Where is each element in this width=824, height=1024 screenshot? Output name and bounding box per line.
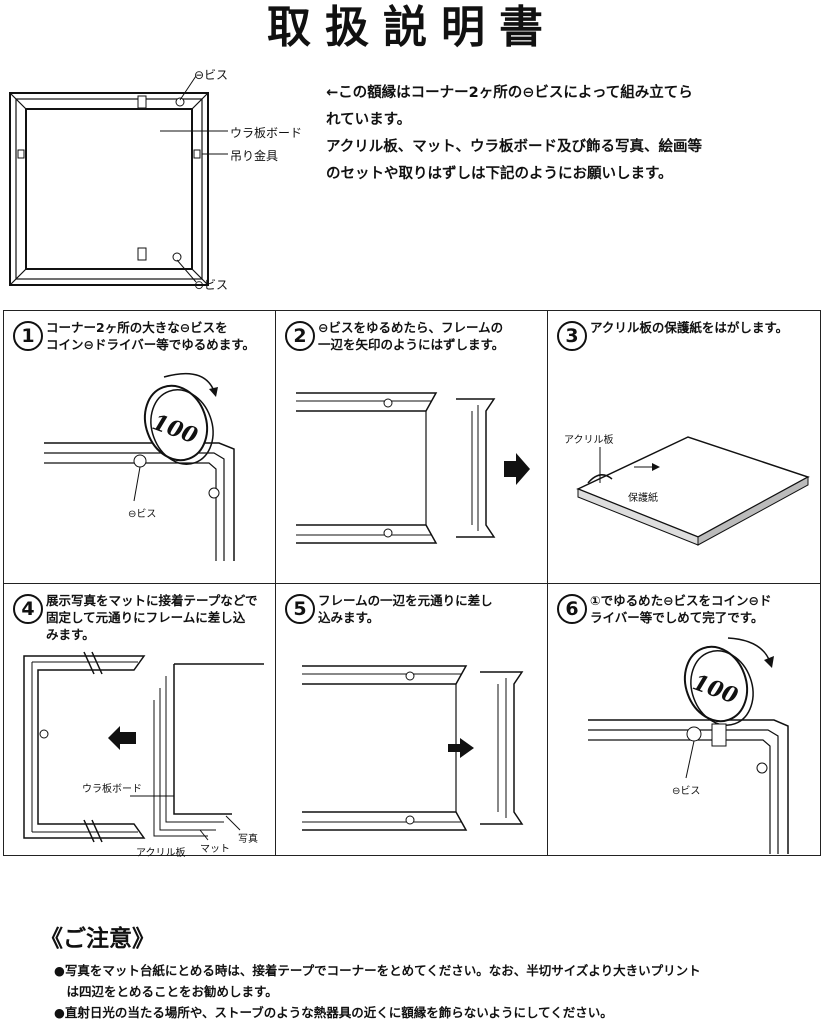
step-text: ⊖ビスをゆるめたら、フレームの 一辺を矢印のようにはずします。	[318, 319, 543, 353]
step-2: 2 ⊖ビスをゆるめたら、フレームの 一辺を矢印のようにはずします。	[276, 311, 548, 584]
step1-screw-label: ⊖ビス	[128, 508, 156, 520]
step-text: ①でゆるめた⊖ビスをコイン⊖ド ライバー等でしめて完了です。	[590, 592, 815, 626]
step4-photo-label: 写真	[238, 832, 258, 845]
step-number: 2	[285, 321, 315, 351]
step-text: コーナー2ヶ所の大きな⊖ビスを コイン⊖ドライバー等でゆるめます。	[46, 319, 271, 353]
step-3: 3 アクリル板の保護紙をはがします。 アクリル板 保護紙	[548, 311, 820, 584]
label-back-board: ウラ板ボード	[230, 126, 303, 140]
step-text: フレームの一辺を元通りに差し 込みます。	[318, 592, 543, 626]
step-line: コイン⊖ドライバー等でゆるめます。	[46, 337, 255, 352]
step-line: コーナー2ヶ所の大きな⊖ビスを	[46, 320, 228, 335]
step-6-illustration: 100 ⊖ビス	[588, 637, 789, 854]
intro-line: アクリル板、マット、ウラ板ボード及び飾る写真、絵画等	[326, 139, 702, 155]
caution-title: 《ご注意》	[40, 926, 155, 952]
step-line: 一辺を矢印のようにはずします。	[318, 337, 505, 352]
step-number: 6	[557, 594, 587, 624]
step-line: 展示写真をマットに接着テープなどで	[46, 593, 258, 608]
step4-mat-label: マット	[200, 844, 230, 855]
step4-acrylic-label: アクリル板	[136, 846, 186, 857]
page-title: 取扱説明書	[267, 2, 557, 53]
grid-divider	[4, 583, 820, 584]
step-line: ライバー等でしめて完了です。	[590, 610, 764, 625]
step-4: 4 展示写真をマットに接着テープなどで 固定して元通りにフレームに差し込 みます…	[4, 584, 276, 857]
step-number: 5	[285, 594, 315, 624]
step-number: 1	[13, 321, 43, 351]
step-text: 展示写真をマットに接着テープなどで 固定して元通りにフレームに差し込 みます。	[46, 592, 271, 643]
caution-note: ●直射日光の当たる場所や、ストーブのような熱器具の近くに額縁を飾らないようにして…	[54, 1005, 613, 1020]
step3-acrylic-label: アクリル板	[564, 433, 614, 446]
step-line: アクリル板の保護紙をはがします。	[590, 320, 789, 335]
step-line: 込みます。	[318, 610, 380, 625]
label-screw-bottom: ⊖ビス	[194, 278, 229, 292]
step-2-illustration	[296, 392, 530, 544]
step-1: 1 コーナー2ヶ所の大きな⊖ビスを コイン⊖ドライバー等でゆるめます。 100 …	[4, 311, 276, 584]
step-line: ⊖ビスをゆるめたら、フレームの	[318, 320, 504, 335]
step-number: 3	[557, 321, 587, 351]
step-5-illustration	[302, 665, 524, 831]
step-3-illustration: アクリル板 保護紙	[564, 433, 810, 546]
intro-text: ←この額縁はコーナー2ヶ所の⊖ビスによって組み立てら れています。 アクリル板、…	[326, 80, 806, 188]
intro-line: のセットや取りはずしは下記のようにお願いします。	[326, 166, 673, 182]
step-number: 4	[13, 594, 43, 624]
step-1-illustration: 100 ⊖ビス	[44, 373, 235, 561]
step-6: 6 ①でゆるめた⊖ビスをコイン⊖ド ライバー等でしめて完了です。 100 ⊖ビス	[548, 584, 820, 857]
caution-note: ●写真をマット台紙にとめる時は、接着テープでコーナーをとめてください。なお、半切…	[54, 963, 701, 978]
step-line: みます。	[46, 627, 95, 642]
step-line: 固定して元通りにフレームに差し込	[46, 610, 246, 625]
caution-notes: ●写真をマット台紙にとめる時は、接着テープでコーナーをとめてください。なお、半切…	[54, 960, 701, 1023]
label-screw-top: ⊖ビス	[194, 68, 229, 82]
step-4-illustration: ウラ板ボード 写真 マット アクリル板	[23, 651, 264, 857]
step-line: ①でゆるめた⊖ビスをコイン⊖ド	[590, 593, 772, 608]
frame-overview-diagram	[9, 75, 228, 286]
step3-paper-label: 保護紙	[628, 491, 658, 504]
steps-grid: 1 コーナー2ヶ所の大きな⊖ビスを コイン⊖ドライバー等でゆるめます。 100 …	[3, 310, 821, 857]
caution-note: は四辺をとめることをお勧めします。	[54, 984, 278, 999]
intro-line: ←この額縁はコーナー2ヶ所の⊖ビスによって組み立てら	[326, 85, 693, 101]
step-line: フレームの一辺を元通りに差し	[318, 593, 493, 608]
step-text: アクリル板の保護紙をはがします。	[590, 319, 815, 336]
step6-screw-label: ⊖ビス	[672, 785, 700, 797]
intro-line: れています。	[326, 112, 412, 128]
step-5: 5 フレームの一辺を元通りに差し 込みます。	[276, 584, 548, 857]
label-hanger: 吊り金具	[230, 149, 279, 163]
step4-board-label: ウラ板ボード	[82, 782, 142, 795]
